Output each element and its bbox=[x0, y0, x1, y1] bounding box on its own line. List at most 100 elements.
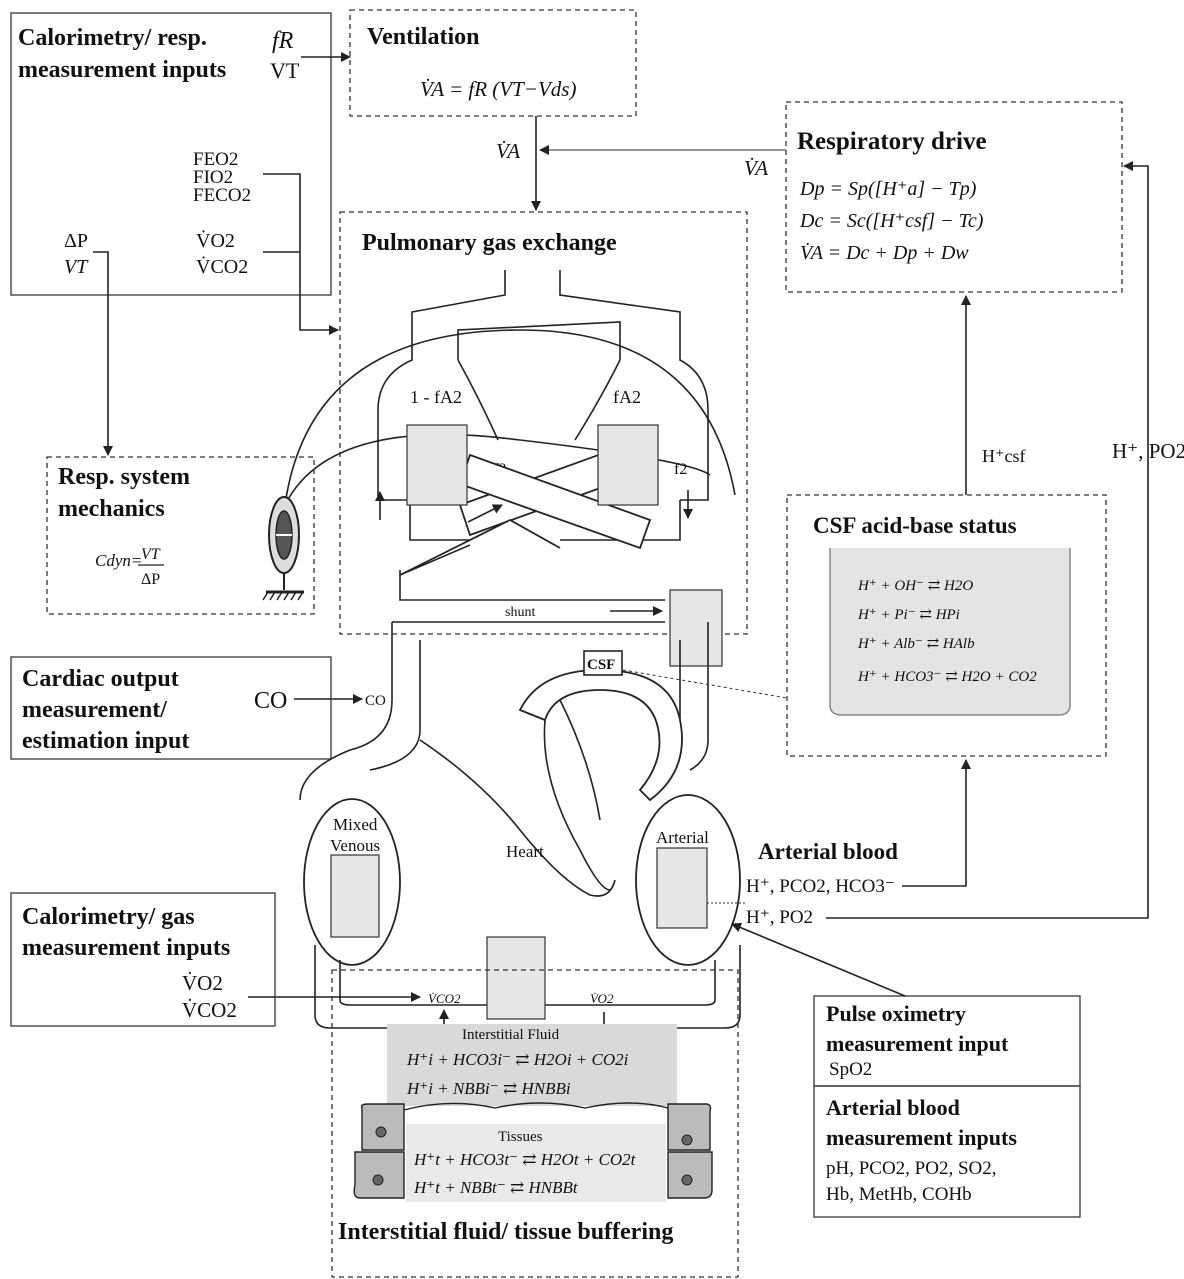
lung-inner bbox=[457, 359, 621, 441]
resp-mechanics-title-1: Resp. system bbox=[58, 464, 190, 490]
beaker-right bbox=[597, 424, 659, 506]
connectors: V̇A V̇A H⁺csf H⁺, PO2 bbox=[93, 52, 1184, 919]
cardiac-box: Cardiac output measurement/ estimation i… bbox=[10, 656, 386, 760]
heart-outline bbox=[419, 739, 616, 897]
ventilation-equation: V̇A = fR (VT−Vds) bbox=[420, 77, 576, 101]
tissue-eq-1: H⁺t + HCO3t⁻ ⇄ H2Ot + CO2t bbox=[413, 1150, 637, 1169]
csf-beaker bbox=[829, 548, 1071, 716]
arterial-signal-1: H⁺, PCO2, HCO3⁻ bbox=[746, 876, 895, 897]
h-po2-label: H⁺, PO2 bbox=[1112, 439, 1184, 463]
tissues-label: Tissues bbox=[498, 1129, 543, 1145]
lung-left-outline bbox=[377, 270, 506, 501]
cdyn-label: Cdyn= bbox=[95, 551, 142, 570]
arterial-blood-title: Arterial blood bbox=[758, 839, 898, 864]
arterial-to-drive-arrow bbox=[826, 161, 1149, 919]
interstitial-fluid-label: Interstitial Fluid bbox=[462, 1027, 560, 1043]
beaker-left bbox=[406, 424, 468, 506]
pulse-oximetry-box: Pulse oximetry measurement input SpO2 bbox=[731, 922, 1081, 1087]
circulation: CSF Mixed Venous Arterial Heart Arterial… bbox=[299, 622, 898, 1029]
cardiac-title-2: measurement/ bbox=[22, 697, 167, 723]
vco2-small-label: V̇CO2 bbox=[428, 991, 461, 1006]
respiratory-drive-box: Respiratory drive Dp = Sp([H⁺a] − Tp) Dc… bbox=[785, 101, 1123, 293]
cdyn-denominator: ΔP bbox=[141, 571, 160, 588]
lung-spring-icon bbox=[262, 496, 304, 601]
vo2-label: V̇O2 bbox=[196, 228, 235, 252]
arterial-inputs-box: Arterial blood measurement inputs pH, PC… bbox=[813, 1085, 1081, 1218]
lung-lower-right bbox=[560, 500, 681, 541]
csf-title: CSF acid-base status bbox=[813, 513, 1017, 538]
vo2-small-label: V̇O2 bbox=[590, 991, 614, 1006]
cardiac-title-1: Cardiac output bbox=[22, 666, 179, 692]
dp-label: ΔP bbox=[64, 230, 88, 252]
calorimetry-gas-title-1: Calorimetry/ gas bbox=[22, 904, 195, 930]
arc-inner bbox=[284, 433, 711, 506]
csf-link-dotted bbox=[622, 669, 788, 699]
tissue-eq-2: H⁺t + NBBt⁻ ⇄ HNBBt bbox=[413, 1178, 579, 1197]
feo2-label: FEO2 bbox=[193, 149, 238, 170]
fio2-label: FIO2 bbox=[193, 167, 233, 188]
mixed-venous-label-1: Mixed bbox=[333, 815, 378, 834]
lung-septum bbox=[457, 321, 621, 360]
calorimetry-resp-box: Calorimetry/ resp. measurement inputs fR… bbox=[10, 12, 332, 296]
arterial-inputs-title-2: measurement inputs bbox=[826, 1125, 1017, 1150]
csf-eq-3: H⁺ + Alb⁻ ⇄ HAlb bbox=[857, 636, 975, 652]
csf-box: CSF acid-base status H⁺ + OH⁻ ⇄ H2O H⁺ +… bbox=[786, 494, 1107, 757]
ventilation-box: Ventilation V̇A = fR (VT−Vds) bbox=[349, 9, 637, 117]
drive-eq-3: V̇A = Dc + Dp + Dw bbox=[800, 241, 969, 264]
shunt-diag bbox=[399, 544, 471, 576]
csf-small-label: CSF bbox=[587, 657, 615, 673]
lung-right-outline bbox=[559, 270, 709, 501]
interstitial-eq-1: H⁺i + HCO3i⁻ ⇄ H2Oi + CO2i bbox=[406, 1050, 629, 1069]
beaker-shunt bbox=[669, 589, 723, 667]
compartment-left-label: 1 - fA2 bbox=[410, 387, 462, 407]
pulse-oximetry-title-2: measurement input bbox=[826, 1031, 1009, 1056]
csf-eq-4: H⁺ + HCO3⁻ ⇄ H2O + CO2 bbox=[857, 669, 1037, 685]
pulmonary-box: Pulmonary gas exchange 1 - fA2 fA2 1-f2 … bbox=[284, 211, 748, 667]
tissue-region bbox=[406, 1124, 666, 1202]
fr-label: fR bbox=[272, 28, 294, 54]
drive-eq-2: Dc = Sc([H⁺csf] − Tc) bbox=[799, 210, 984, 232]
heart-label: Heart bbox=[506, 842, 544, 861]
dp-to-mechanics-arrow bbox=[93, 251, 113, 456]
va-right-label: V̇A bbox=[744, 156, 768, 180]
cdyn-numerator: VT bbox=[141, 546, 161, 563]
mixed-venous-beaker bbox=[330, 854, 380, 938]
interstitial-fluid-region bbox=[387, 1024, 677, 1106]
flow-diag-arrow bbox=[467, 504, 503, 523]
feco2-label: FECO2 bbox=[193, 185, 251, 206]
vt-label: VT bbox=[270, 58, 300, 83]
resp-mechanics-title-2: mechanics bbox=[58, 496, 165, 522]
csf-eq-1: H⁺ + OH⁻ ⇄ H2O bbox=[857, 578, 973, 594]
tissue-cells bbox=[353, 1102, 713, 1199]
calorimetry-gas-vco2: V̇CO2 bbox=[182, 998, 237, 1022]
calorimetry-gas-vo2: V̇O2 bbox=[182, 971, 223, 995]
pulse-oximetry-title-1: Pulse oximetry bbox=[826, 1001, 966, 1026]
shunt-upper bbox=[399, 570, 665, 601]
circulation-outer bbox=[299, 622, 709, 801]
calorimetry-gas-title-2: measurement inputs bbox=[22, 935, 230, 961]
resp-mechanics-box: Resp. system mechanics Cdyn= VT ΔP bbox=[46, 456, 315, 615]
arterial-beaker bbox=[656, 847, 708, 929]
vt2-label: VT bbox=[64, 256, 89, 278]
calorimetry-resp-title-1: Calorimetry/ resp. bbox=[18, 25, 207, 51]
arterial-label: Arterial bbox=[656, 828, 709, 847]
h-csf-label: H⁺csf bbox=[982, 446, 1026, 466]
spo2-label: SpO2 bbox=[829, 1059, 872, 1080]
csf-eq-2: H⁺ + Pi⁻ ⇄ HPi bbox=[857, 607, 960, 623]
co-input-label: CO bbox=[254, 688, 287, 714]
arterial-to-csf-arrow bbox=[902, 759, 971, 887]
circulation-inner bbox=[369, 640, 681, 771]
va-left-label: V̇A bbox=[496, 139, 520, 163]
shunt-label: shunt bbox=[505, 605, 535, 620]
respiratory-drive-title: Respiratory drive bbox=[797, 128, 987, 155]
arc-outer bbox=[284, 329, 736, 506]
capillary-beaker bbox=[486, 936, 546, 1020]
pulmonary-title: Pulmonary gas exchange bbox=[362, 230, 617, 256]
co-small-label: CO bbox=[365, 693, 386, 709]
cardiac-title-3: estimation input bbox=[22, 728, 189, 754]
vessel-lower bbox=[399, 518, 561, 576]
arterial-inputs-line-1: pH, PCO2, PO2, SO2, bbox=[826, 1158, 997, 1179]
drive-eq-1: Dp = Sp([H⁺a] − Tp) bbox=[799, 178, 977, 200]
